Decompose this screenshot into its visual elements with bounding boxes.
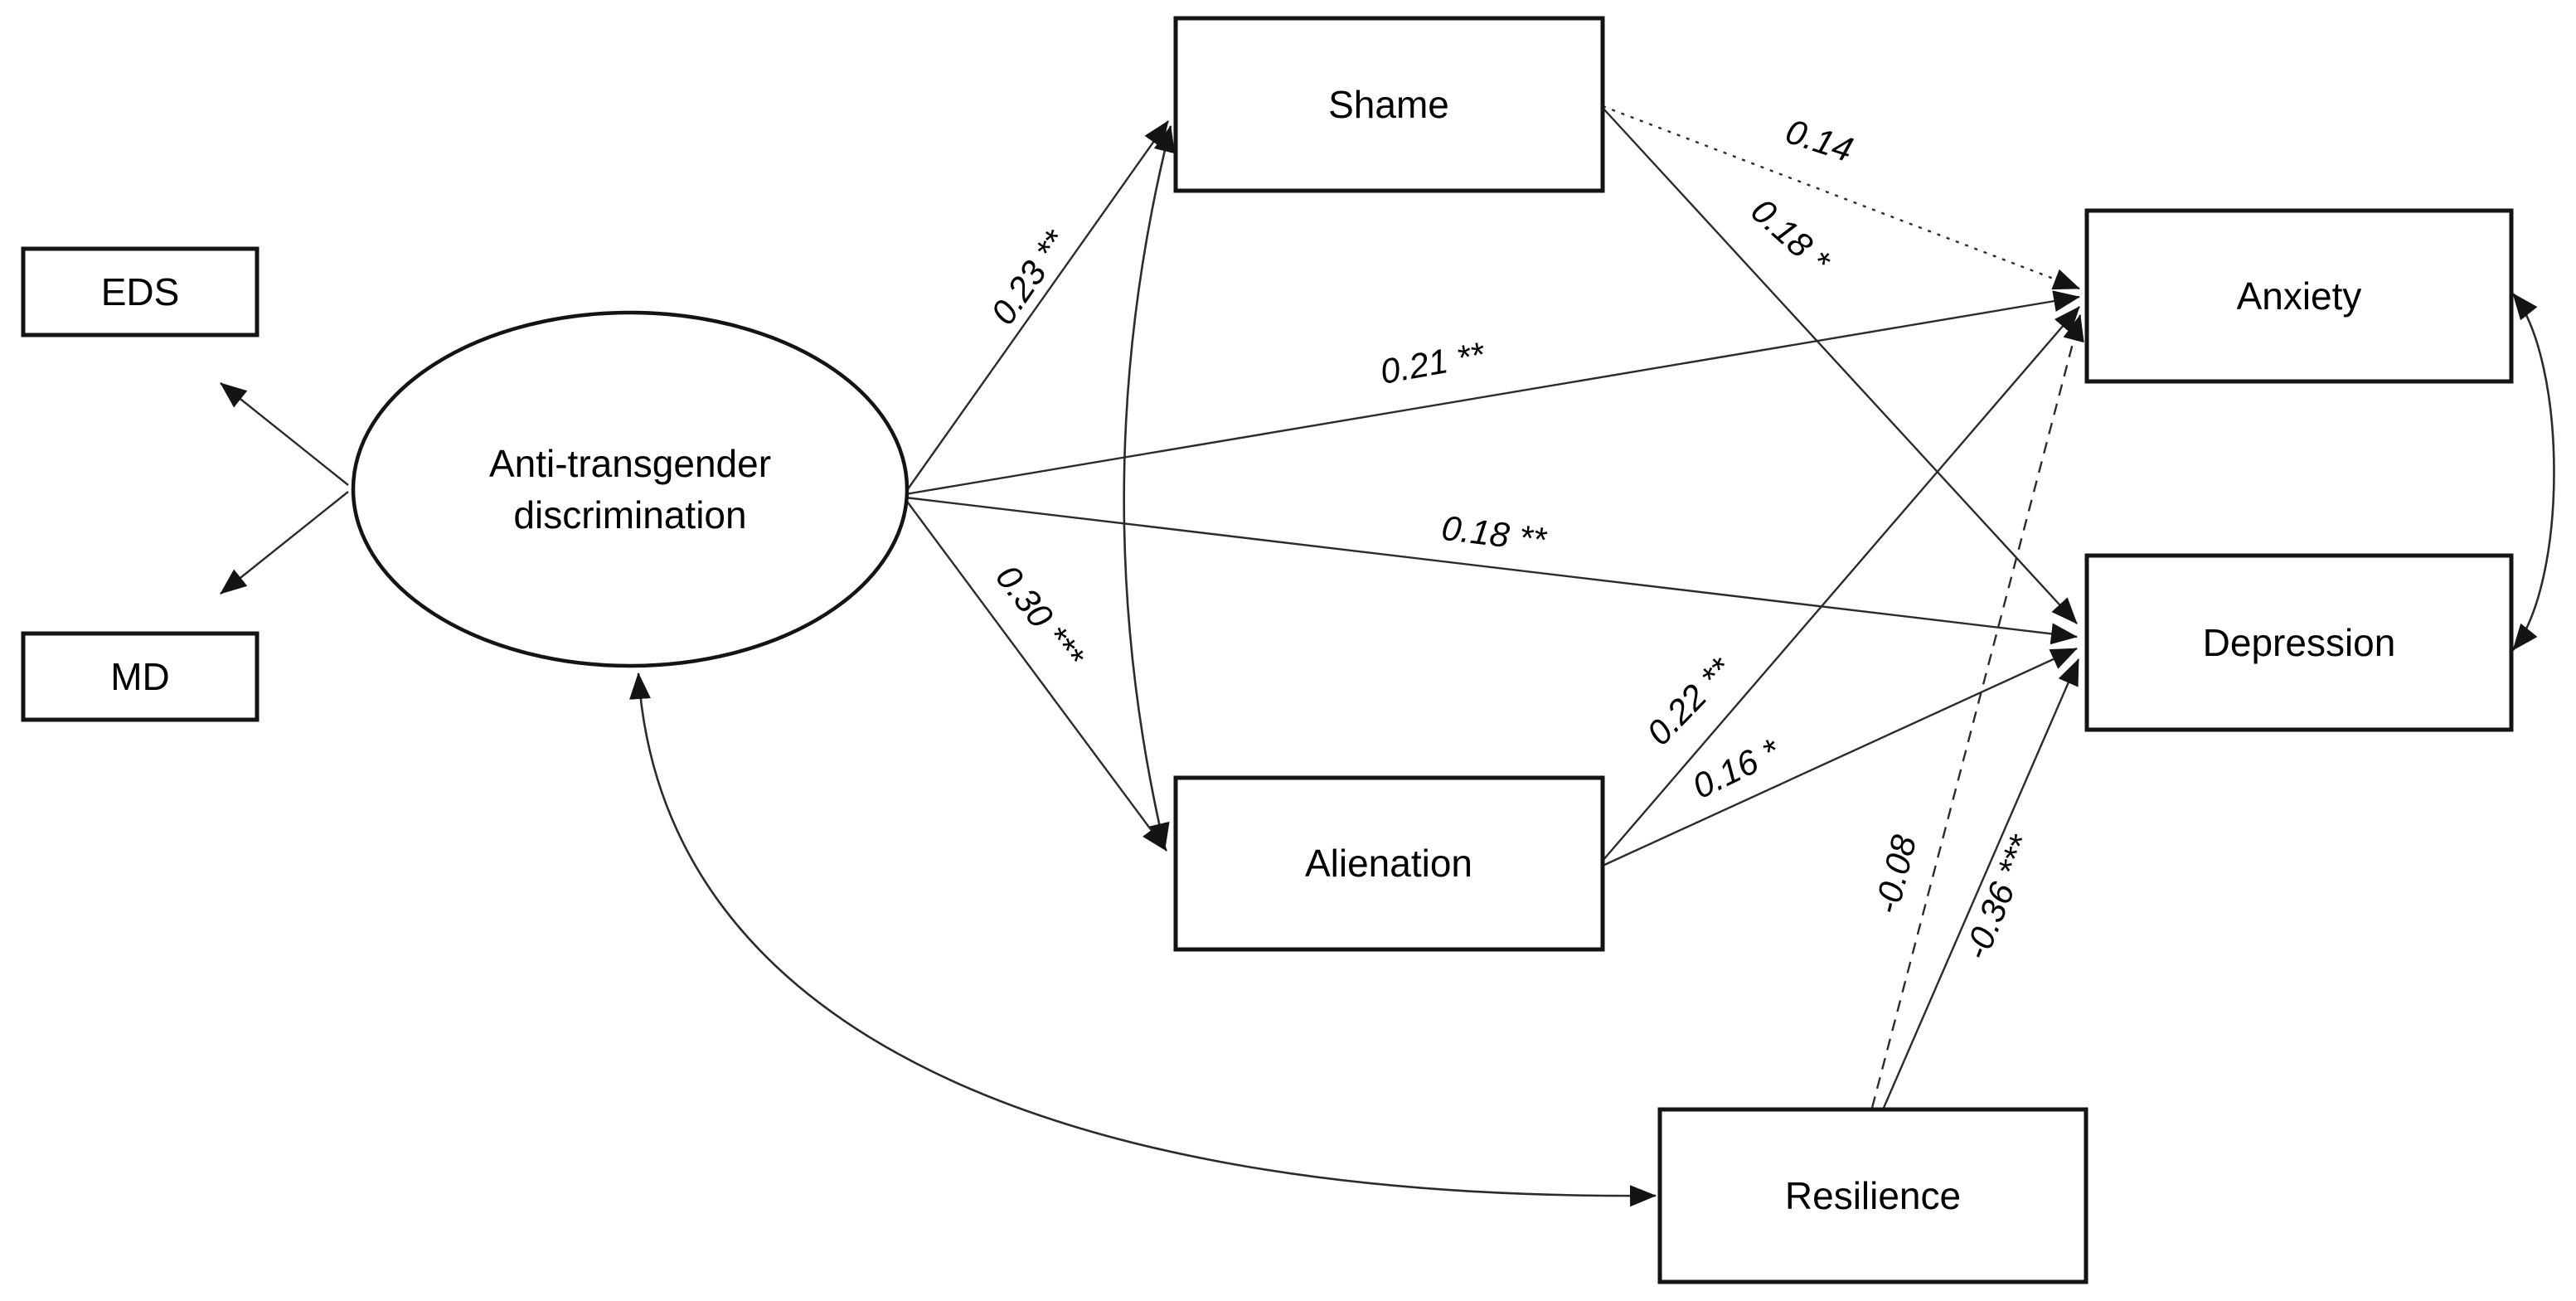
node-latent-label-line2: discrimination: [513, 493, 746, 536]
node-eds-box: [21, 246, 260, 337]
indicator-arrow-latent-to-eds: [220, 382, 349, 486]
edge-label-latent-to-depression: 0.18 **: [1439, 508, 1550, 560]
edge-latent-to-anxiety: [905, 290, 2080, 496]
edge-label-resilience-to-anxiety: -0.08: [1867, 831, 1924, 918]
edge-label-alienation-to-depression: 0.16 *: [1686, 731, 1787, 806]
node-anxiety-label: Anxiety: [2237, 274, 2362, 318]
node-depression-box: [2084, 553, 2514, 732]
node-resilience-label: Resilience: [1785, 1174, 1961, 1217]
node-alienation-box: [1173, 775, 1605, 952]
edge-alienation-to-depression: [1602, 647, 2078, 867]
covariance-shame-alienation: [1123, 125, 1176, 850]
node-resilience-box: [1657, 1107, 2088, 1284]
edge-alienation-to-anxiety: [1602, 306, 2080, 862]
covariance-anxiety-depression: [2511, 293, 2555, 651]
edge-label-latent-to-alienation: 0.30 ***: [988, 557, 1093, 675]
edge-latent-to-depression: [905, 496, 2078, 645]
edge-label-shame-to-depression: 0.18 *: [1744, 191, 1838, 281]
node-md-box: [21, 631, 260, 722]
node-anxiety-box: [2084, 208, 2514, 384]
edge-shame-to-depression: [1602, 107, 2078, 624]
edge-label-resilience-to-depression: -0.36 ***: [1956, 829, 2041, 965]
edge-latent-to-shame: [905, 120, 1169, 493]
node-latent-label-line1: Anti-transgender: [489, 442, 771, 485]
node-shame-label: Shame: [1328, 83, 1449, 126]
edge-label-latent-to-anxiety: 0.21 **: [1377, 334, 1488, 391]
edge-label-shame-to-anxiety: 0.14: [1781, 111, 1857, 169]
indicator-arrow-latent-to-md: [220, 491, 349, 595]
node-md-label: MD: [110, 655, 170, 698]
edge-latent-to-alienation: [905, 498, 1167, 852]
node-latent-ellipse: [351, 310, 910, 668]
node-depression-label: Depression: [2203, 621, 2396, 664]
edge-resilience-to-anxiety: [1870, 314, 2084, 1109]
edge-label-alienation-to-anxiety: 0.22 **: [1639, 649, 1741, 753]
edge-resilience-to-depression: [1882, 658, 2080, 1109]
edge-label-latent-to-shame: 0.23 **: [983, 222, 1076, 332]
covariance-latent-resilience: [629, 672, 1657, 1207]
node-alienation-label: Alienation: [1305, 842, 1472, 885]
node-eds-label: EDS: [101, 270, 180, 313]
node-shame-box: [1173, 16, 1605, 193]
